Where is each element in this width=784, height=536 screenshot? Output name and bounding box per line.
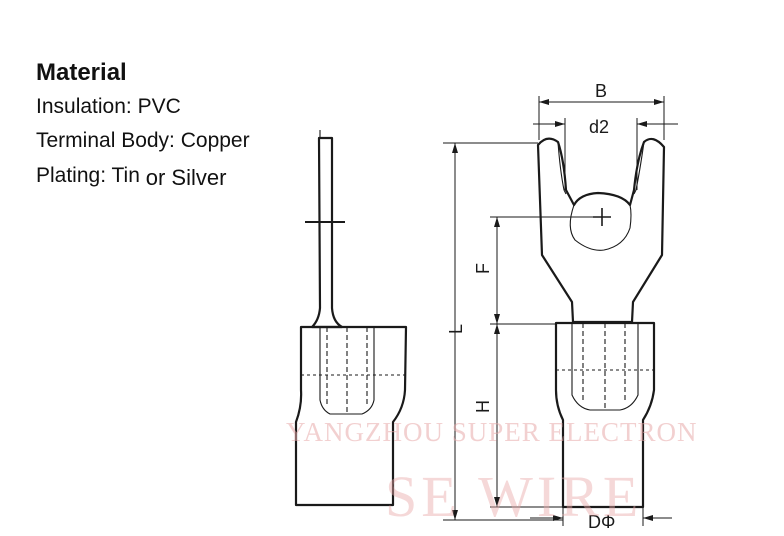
dimension-d2: d2 — [533, 117, 678, 190]
dimension-d2-label: d2 — [589, 117, 609, 137]
dimension-f-label: F — [473, 263, 493, 274]
side-view-tongue — [310, 136, 344, 329]
watermark-brand: SE WIRE — [385, 464, 642, 529]
spec-terminal-body: Terminal Body: Copper — [36, 129, 250, 152]
spec-plating-main: Plating: Tin — [36, 164, 140, 187]
dimension-l: L — [443, 142, 563, 521]
front-view — [536, 137, 666, 509]
fork-slot — [569, 204, 632, 251]
dimension-d-label: DΦ — [588, 512, 615, 532]
dimension-h: H — [473, 324, 563, 508]
side-view-sleeve — [294, 325, 408, 507]
dimension-b-label: B — [595, 81, 607, 101]
dimension-f: F — [473, 216, 600, 325]
spec-plating: Plating: Tin or Silver — [36, 158, 250, 193]
watermark-company: YANGZHOU SUPER ELECTRON — [286, 417, 698, 447]
spec-plating-alt: or Silver — [145, 165, 227, 190]
side-view-barrel — [319, 327, 375, 415]
dimension-d: DΦ — [530, 507, 672, 532]
dimension-h-label: H — [473, 400, 493, 413]
spec-insulation: Insulation: PVC — [36, 95, 181, 118]
material-spec: Material Insulation: PVC Terminal Body: … — [36, 58, 250, 193]
fork-terminal — [536, 137, 666, 324]
side-view — [294, 130, 408, 507]
dimension-b: B — [538, 81, 665, 140]
dimension-l-label: L — [446, 324, 466, 334]
spec-title: Material — [36, 59, 127, 86]
